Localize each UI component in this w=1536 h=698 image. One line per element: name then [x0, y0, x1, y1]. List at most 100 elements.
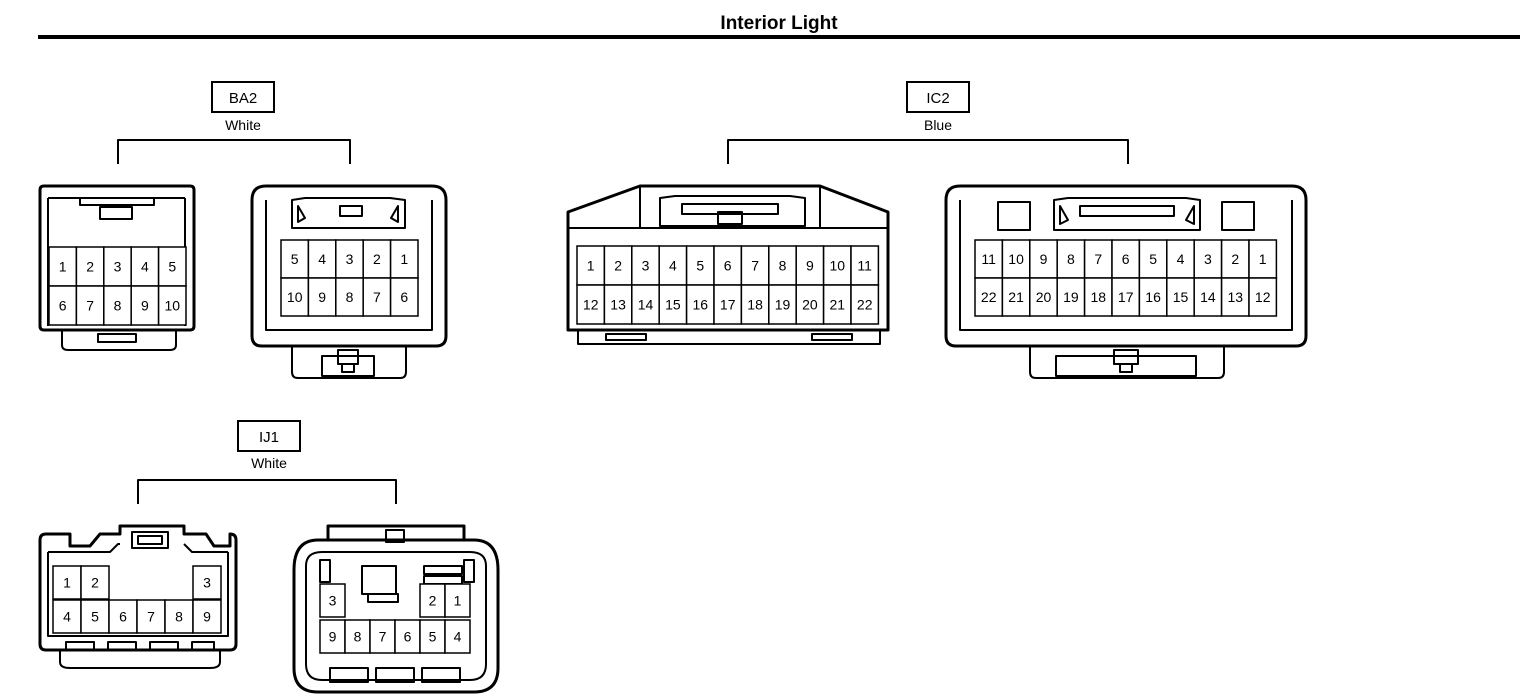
pin-number: 5 [91, 609, 99, 625]
pin-number: 1 [59, 259, 67, 275]
pin-cell: 5 [419, 619, 446, 654]
pin-number: 20 [802, 297, 818, 313]
pin-number: 8 [354, 629, 362, 645]
pin-box [974, 277, 1004, 317]
pin-number: 21 [830, 297, 846, 313]
pin-cell: 14 [631, 284, 660, 325]
pin-box [1248, 277, 1278, 317]
pin-box [658, 245, 688, 286]
pin-box [108, 599, 138, 634]
pin-number: 7 [1094, 251, 1102, 267]
pin-cell: 19 [1056, 277, 1086, 317]
pin-box [192, 599, 222, 634]
pin-number: 18 [747, 297, 763, 313]
pin-cell: 4 [52, 599, 82, 634]
pin-cell: 9 [795, 245, 825, 286]
pin-cell: 21 [822, 284, 852, 325]
pin-box [974, 239, 1004, 279]
pin-cell: 9 [130, 285, 160, 326]
pin-box [1056, 277, 1086, 317]
pin-cell: 8 [768, 245, 797, 286]
pin-number: 6 [59, 298, 67, 314]
pin-cell: 7 [136, 599, 166, 634]
connector-code-box [237, 420, 301, 452]
pin-cell: 2 [419, 583, 446, 618]
pin-cell: 14 [1193, 277, 1223, 317]
pin-cell: 8 [335, 277, 364, 317]
pin-number: 1 [454, 593, 462, 609]
pin-cell: 1 [444, 583, 471, 618]
pin-number: 7 [379, 629, 387, 645]
pin-box [740, 284, 770, 325]
pin-number: 22 [857, 297, 873, 313]
pin-cell: 3 [319, 583, 346, 618]
pin-number: 2 [429, 593, 437, 609]
pin-box [307, 277, 337, 317]
pin-cell: 17 [713, 284, 743, 325]
pin-number: 3 [203, 575, 211, 591]
pin-number: 2 [373, 251, 381, 267]
pin-number: 1 [587, 258, 595, 274]
pin-box [740, 245, 770, 286]
pin-box [362, 239, 392, 279]
pin-number: 5 [696, 258, 704, 274]
pin-number: 9 [806, 258, 814, 274]
pin-number: 10 [1008, 251, 1024, 267]
pin-number: 2 [1231, 251, 1239, 267]
pin-box [80, 565, 110, 600]
pin-number: 5 [168, 259, 176, 275]
connector-color: Blue [924, 117, 952, 133]
pin-box [419, 619, 446, 654]
pin-number: 9 [329, 629, 337, 645]
pin-box [444, 619, 471, 654]
pin-box [389, 277, 419, 317]
pin-cell: 18 [1083, 277, 1113, 317]
pin-number: 12 [1255, 289, 1271, 305]
pin-cell: 1 [48, 246, 78, 287]
pin-number: 4 [454, 629, 462, 645]
connector-color: White [225, 117, 261, 133]
pin-box [52, 565, 82, 600]
pin-cell: 4 [444, 619, 471, 654]
pin-cell: 4 [658, 245, 688, 286]
pin-cell: 2 [362, 239, 392, 279]
pin-box [1193, 277, 1223, 317]
pin-box [1029, 239, 1058, 279]
pin-cell: 15 [658, 284, 688, 325]
pin-box [280, 277, 310, 317]
pin-cell: 21 [1001, 277, 1031, 317]
pin-cell: 4 [1166, 239, 1195, 279]
pin-cell: 8 [164, 599, 194, 634]
pin-cell: 12 [576, 284, 606, 325]
pin-box [319, 583, 346, 618]
pin-box [822, 245, 852, 286]
pin-cell: 1 [52, 565, 82, 600]
pin-number: 3 [346, 251, 354, 267]
pin-cell: 9 [192, 599, 222, 634]
pin-cell: 5 [1138, 239, 1168, 279]
pin-number: 17 [1118, 289, 1134, 305]
pin-cell: 6 [713, 245, 743, 286]
pin-number: 7 [751, 258, 759, 274]
pin-cell: 6 [48, 285, 78, 326]
pin-cell: 9 [319, 619, 346, 654]
connector-bracket [727, 139, 1129, 164]
pin-number: 4 [669, 258, 677, 274]
pin-number: 10 [830, 258, 846, 274]
pin-number: 6 [404, 629, 412, 645]
pin-cell: 1 [576, 245, 606, 286]
pin-box [157, 246, 187, 287]
pin-cell: 20 [1029, 277, 1058, 317]
pin-cell: 3 [1193, 239, 1223, 279]
pin-number: 1 [400, 251, 408, 267]
pin-box [576, 245, 606, 286]
pin-box [658, 284, 688, 325]
connector-color: White [251, 455, 287, 471]
